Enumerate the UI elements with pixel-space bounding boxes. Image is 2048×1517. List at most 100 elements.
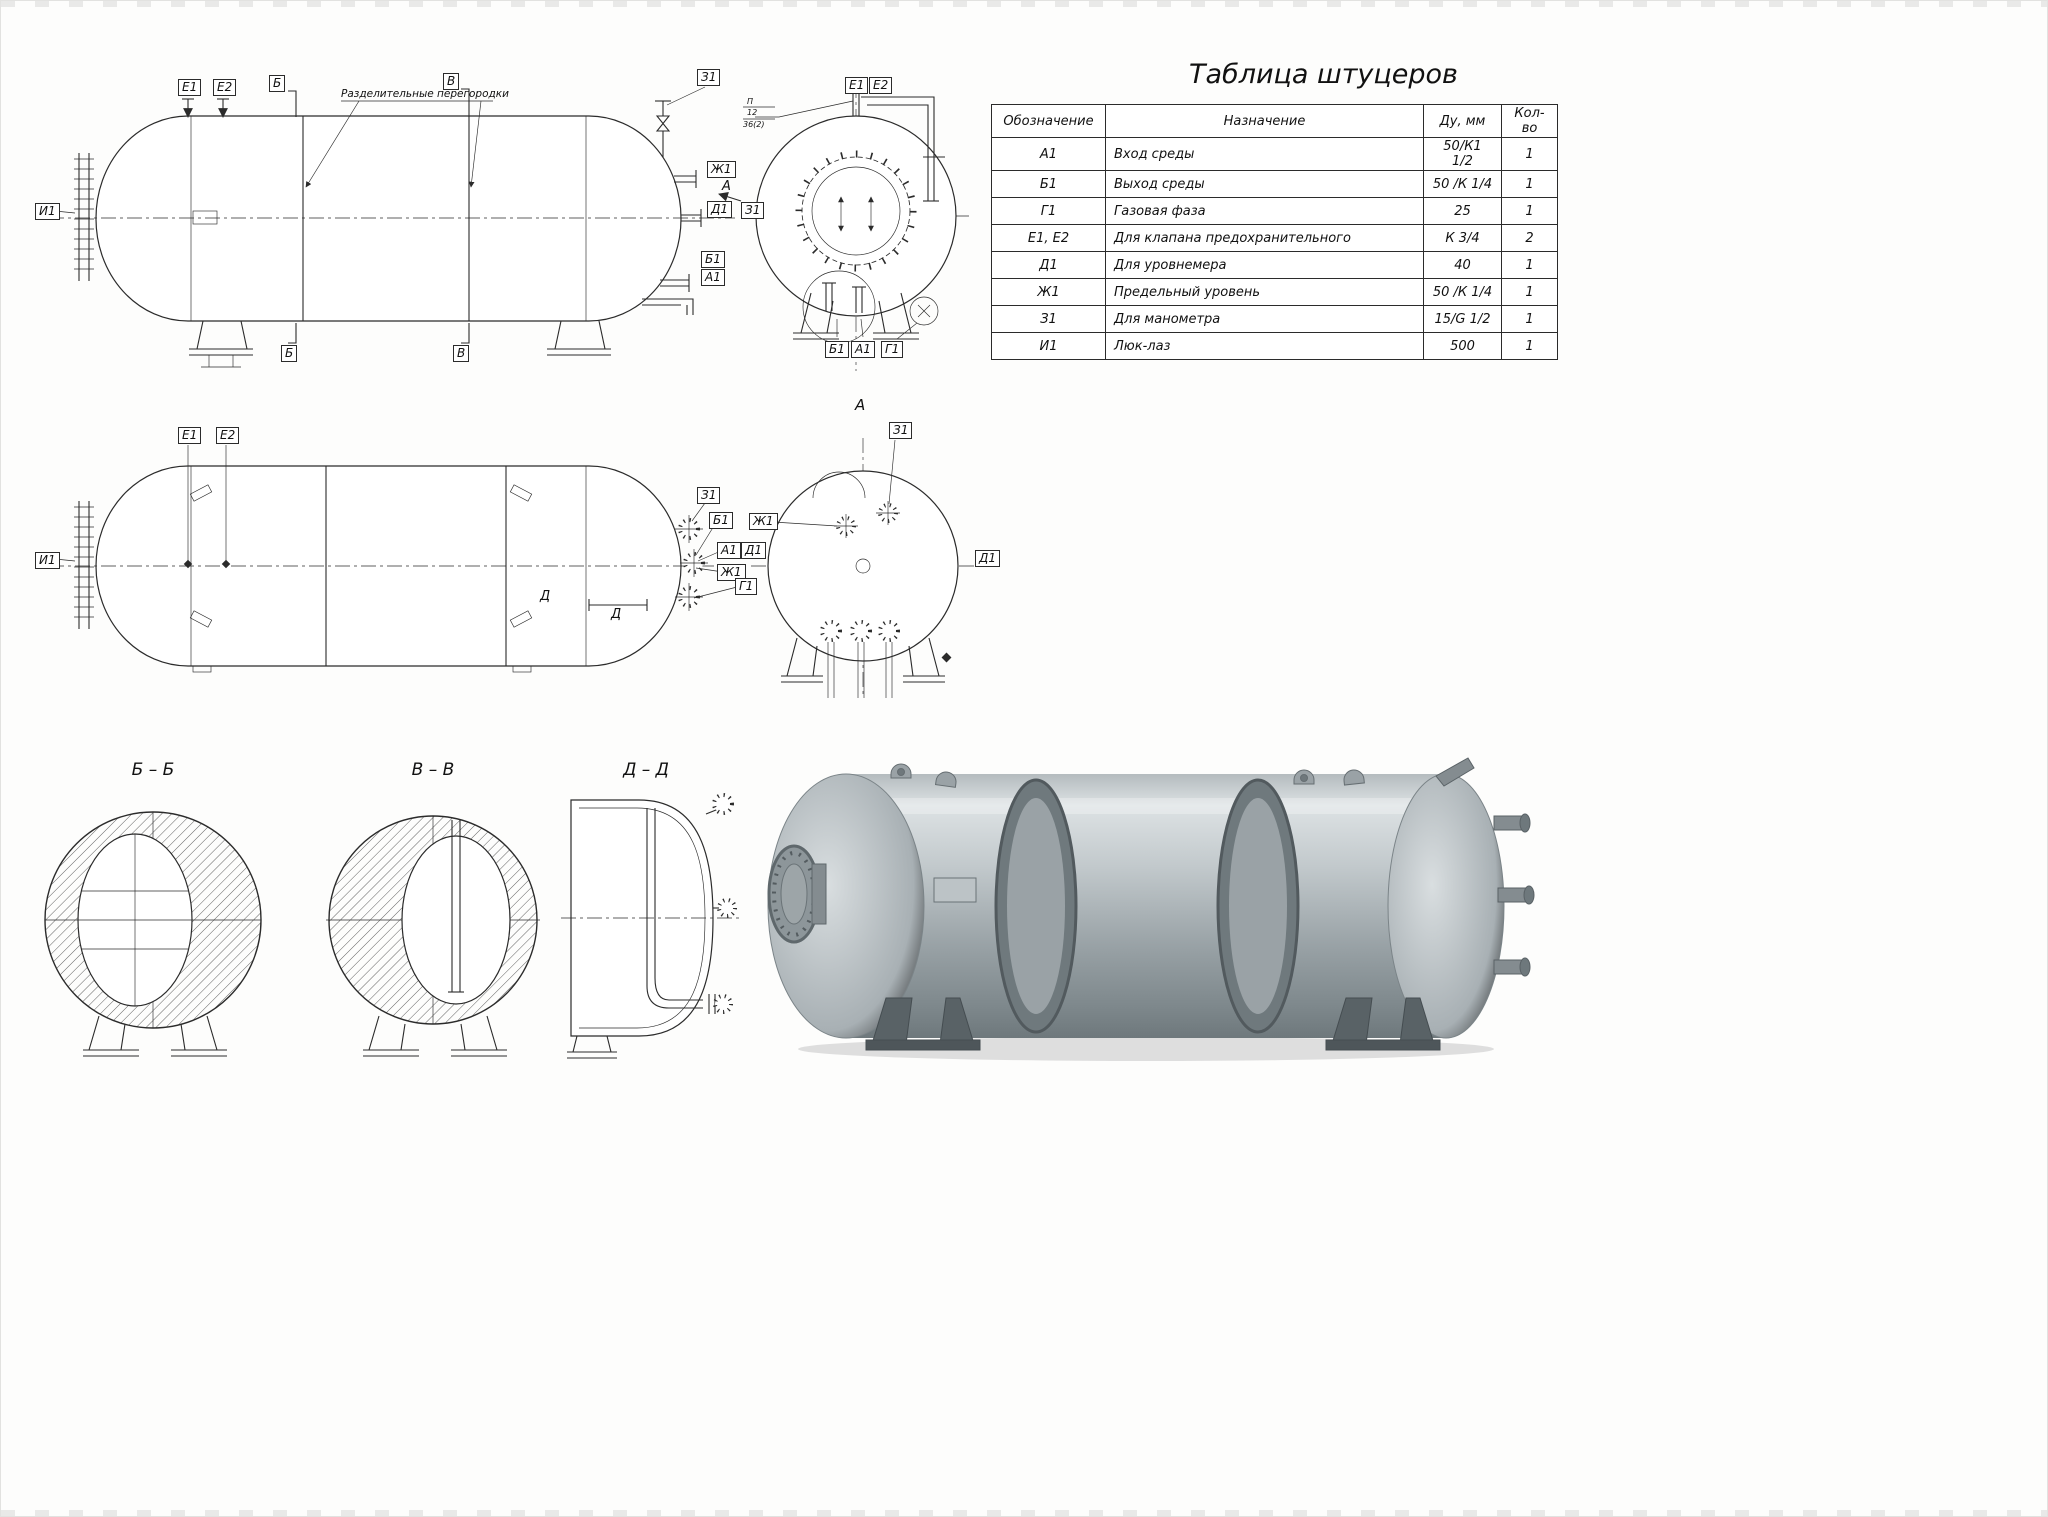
table-cell-code: З1 <box>991 305 1106 333</box>
label-g1: Г1 <box>735 578 758 595</box>
view-end-elevation: Е1 Е2 З1 П 12 36(2) Б1 А1 Г1 <box>741 61 991 396</box>
bottom-drain <box>201 355 241 368</box>
callout-line3: 36(2) <box>743 120 765 129</box>
lifting-lugs-3d <box>890 763 1365 788</box>
annotation-partitions: Разделительные перегородки <box>341 88 509 100</box>
label-view-a: А <box>722 179 731 194</box>
table-cell-code: Б1 <box>991 170 1106 198</box>
view-a-title: А <box>855 396 866 414</box>
scan-artifact-bottom <box>1 1510 2047 1516</box>
flange-z1 <box>876 439 900 525</box>
external-nozzle-top <box>705 793 734 815</box>
label-d1: Д1 <box>707 201 733 218</box>
label-e1: Е1 <box>845 77 869 94</box>
nozzle-d1 <box>681 209 702 227</box>
callout-line2: 12 <box>747 108 758 117</box>
top-manhole-arc <box>812 471 866 499</box>
manhole-flange-left <box>54 153 94 281</box>
label-section-v-top: В <box>443 73 460 90</box>
manhole-flange-left <box>54 501 94 629</box>
label-b1: Б1 <box>701 251 725 268</box>
gauge-pipe <box>861 96 945 202</box>
table-cell-purpose: Газовая фаза <box>1105 197 1424 225</box>
render-3d-image <box>767 757 1535 1061</box>
table-cell-qty: 2 <box>1501 224 1558 252</box>
label-z1: З1 <box>889 422 913 439</box>
section-bb: Б – Б <box>41 756 271 1066</box>
partition-opening <box>77 833 193 1007</box>
table-header-cell: Назначение <box>1105 104 1424 138</box>
head-outline <box>767 470 959 662</box>
table-cell-dn: 40 <box>1423 251 1502 279</box>
nozzle-table: Обозначение Назначение Ду, мм Кол-во А1 … <box>991 104 1558 360</box>
table-cell-code: А1 <box>991 137 1106 171</box>
lifting-lugs <box>189 484 533 628</box>
nozzle-zh1 <box>674 170 697 188</box>
table-header-cell: Ду, мм <box>1423 104 1502 138</box>
vessel-shell <box>95 115 682 322</box>
table-cell-code: И1 <box>991 332 1106 360</box>
partition-leaders <box>305 100 493 188</box>
section-flags-b-v <box>288 88 470 344</box>
table-cell-code: Д1 <box>991 251 1106 279</box>
table-cell-purpose: Для манометра <box>1105 305 1424 333</box>
right-nozzles-3d <box>1435 757 1535 977</box>
section-dd: Д – Д <box>551 756 751 1066</box>
label-d1: Д1 <box>741 542 767 559</box>
nozzle-b1-a1 <box>642 274 694 315</box>
nozzle-e1-e2 <box>182 98 229 118</box>
table-header-cell: Кол-во <box>1501 104 1558 138</box>
bottom-flanges <box>820 620 900 698</box>
support-legs <box>189 320 611 356</box>
table-cell-qty: 1 <box>1501 251 1558 279</box>
section-vv: В – В <box>316 756 546 1066</box>
table-cell-qty: 1 <box>1501 332 1558 360</box>
table-cell-dn: 15/G 1/2 <box>1423 305 1502 333</box>
label-e1: Е1 <box>178 79 202 96</box>
foot <box>567 1035 617 1059</box>
left-head <box>767 773 925 1039</box>
flange-d1 <box>680 549 708 577</box>
label-i1: И1 <box>35 203 60 220</box>
label-a1: А1 <box>717 542 741 559</box>
label-section-d-left: Д <box>540 589 551 604</box>
label-e2: Е2 <box>869 77 893 94</box>
label-section-b-bottom: Б <box>281 345 298 362</box>
section-d-mark <box>588 599 648 611</box>
callout-line1: П <box>747 97 754 106</box>
label-section-d-right: Д <box>611 607 622 622</box>
flange-z1 <box>675 515 703 543</box>
section-vv-title: В – В <box>411 760 455 780</box>
external-nozzle-mid <box>713 898 737 918</box>
scan-artifact-top <box>1 1 2047 7</box>
label-section-b-top: Б <box>269 75 286 92</box>
table-cell-code: Ж1 <box>991 278 1106 306</box>
label-d1: Д1 <box>975 550 1001 567</box>
label-z1: З1 <box>697 69 721 86</box>
manhole-3d <box>767 844 827 944</box>
external-nozzle-bottom <box>713 994 733 1014</box>
nozzle-table-title: Таблица штуцеров <box>1189 59 1458 90</box>
view-side-elevation: Е1 Е2 Б В З1 Ж1 А Д1 Б1 А1 И1 Б В Раздел… <box>35 61 742 391</box>
partition-openings <box>994 778 1300 1034</box>
dip-pipe <box>646 808 716 1014</box>
table-row: Е1, Е2 Для клапана предохранительного К … <box>991 224 1558 252</box>
label-b1: Б1 <box>825 341 849 358</box>
section-dd-title: Д – Д <box>623 760 669 780</box>
table-row: Б1 Выход среды 50 /К 1/4 1 <box>991 170 1558 198</box>
table-header-cell: Обозначение <box>991 104 1106 138</box>
view-a-drawing <box>751 438 985 698</box>
render-3d <box>746 746 1546 1066</box>
table-row: И1 Люк-лаз 500 1 <box>991 332 1558 360</box>
saddle-supports <box>865 997 1441 1051</box>
support-legs <box>363 1015 507 1057</box>
table-cell-purpose: Предельный уровень <box>1105 278 1424 306</box>
table-row: Г1 Газовая фаза 25 1 <box>991 197 1558 225</box>
table-cell-purpose: Для клапана предохранительного <box>1105 224 1424 252</box>
manhole-bolt-circle <box>795 150 917 272</box>
cylinder-body <box>846 774 1446 1038</box>
table-cell-qty: 1 <box>1501 278 1558 306</box>
label-e1: Е1 <box>178 427 202 444</box>
table-cell-qty: 1 <box>1501 137 1558 171</box>
